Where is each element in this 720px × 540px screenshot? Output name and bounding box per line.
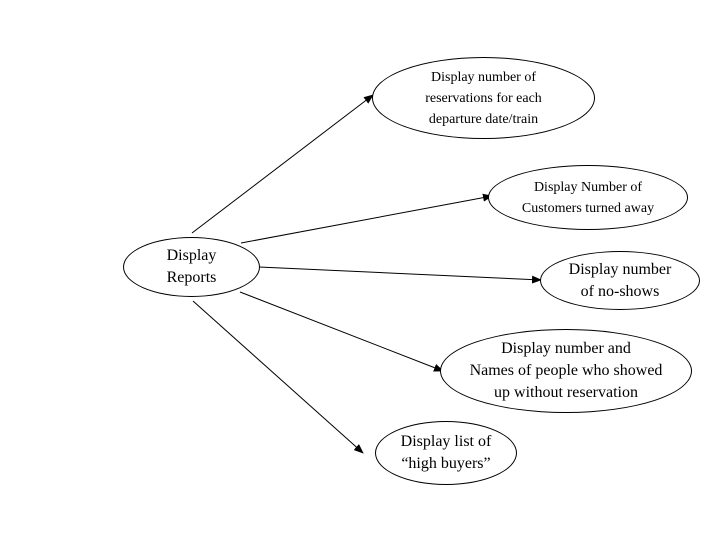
node-showed-up: Display number and Names of people who s… (440, 329, 692, 413)
node-turned-away: Display Number of Customers turned away (488, 165, 688, 230)
edge-root-to-turned-away (240, 193, 493, 244)
edge-root-to-no-shows (258, 266, 542, 284)
node-high-buyers: Display list of “high buyers” (375, 421, 517, 485)
node-reservations: Display number of reservations for each … (372, 57, 595, 139)
edge-root-to-high-buyers (192, 300, 364, 454)
node-showed-up-label: Display number and Names of people who s… (469, 340, 663, 401)
node-no-shows: Display number of no-shows (540, 251, 700, 310)
node-display-reports-label: Display Reports (166, 247, 217, 286)
node-turned-away-label: Display Number of Customers turned away (521, 179, 655, 216)
node-reservations-label: Display number of reservations for each … (425, 69, 542, 127)
node-high-buyers-label: Display list of “high buyers” (400, 433, 492, 472)
edge-root-to-reservations (191, 94, 374, 234)
edge-root-to-showed-up (239, 291, 444, 372)
node-no-shows-label: Display number of no-shows (568, 260, 672, 300)
node-display-reports: Display Reports (123, 237, 260, 297)
